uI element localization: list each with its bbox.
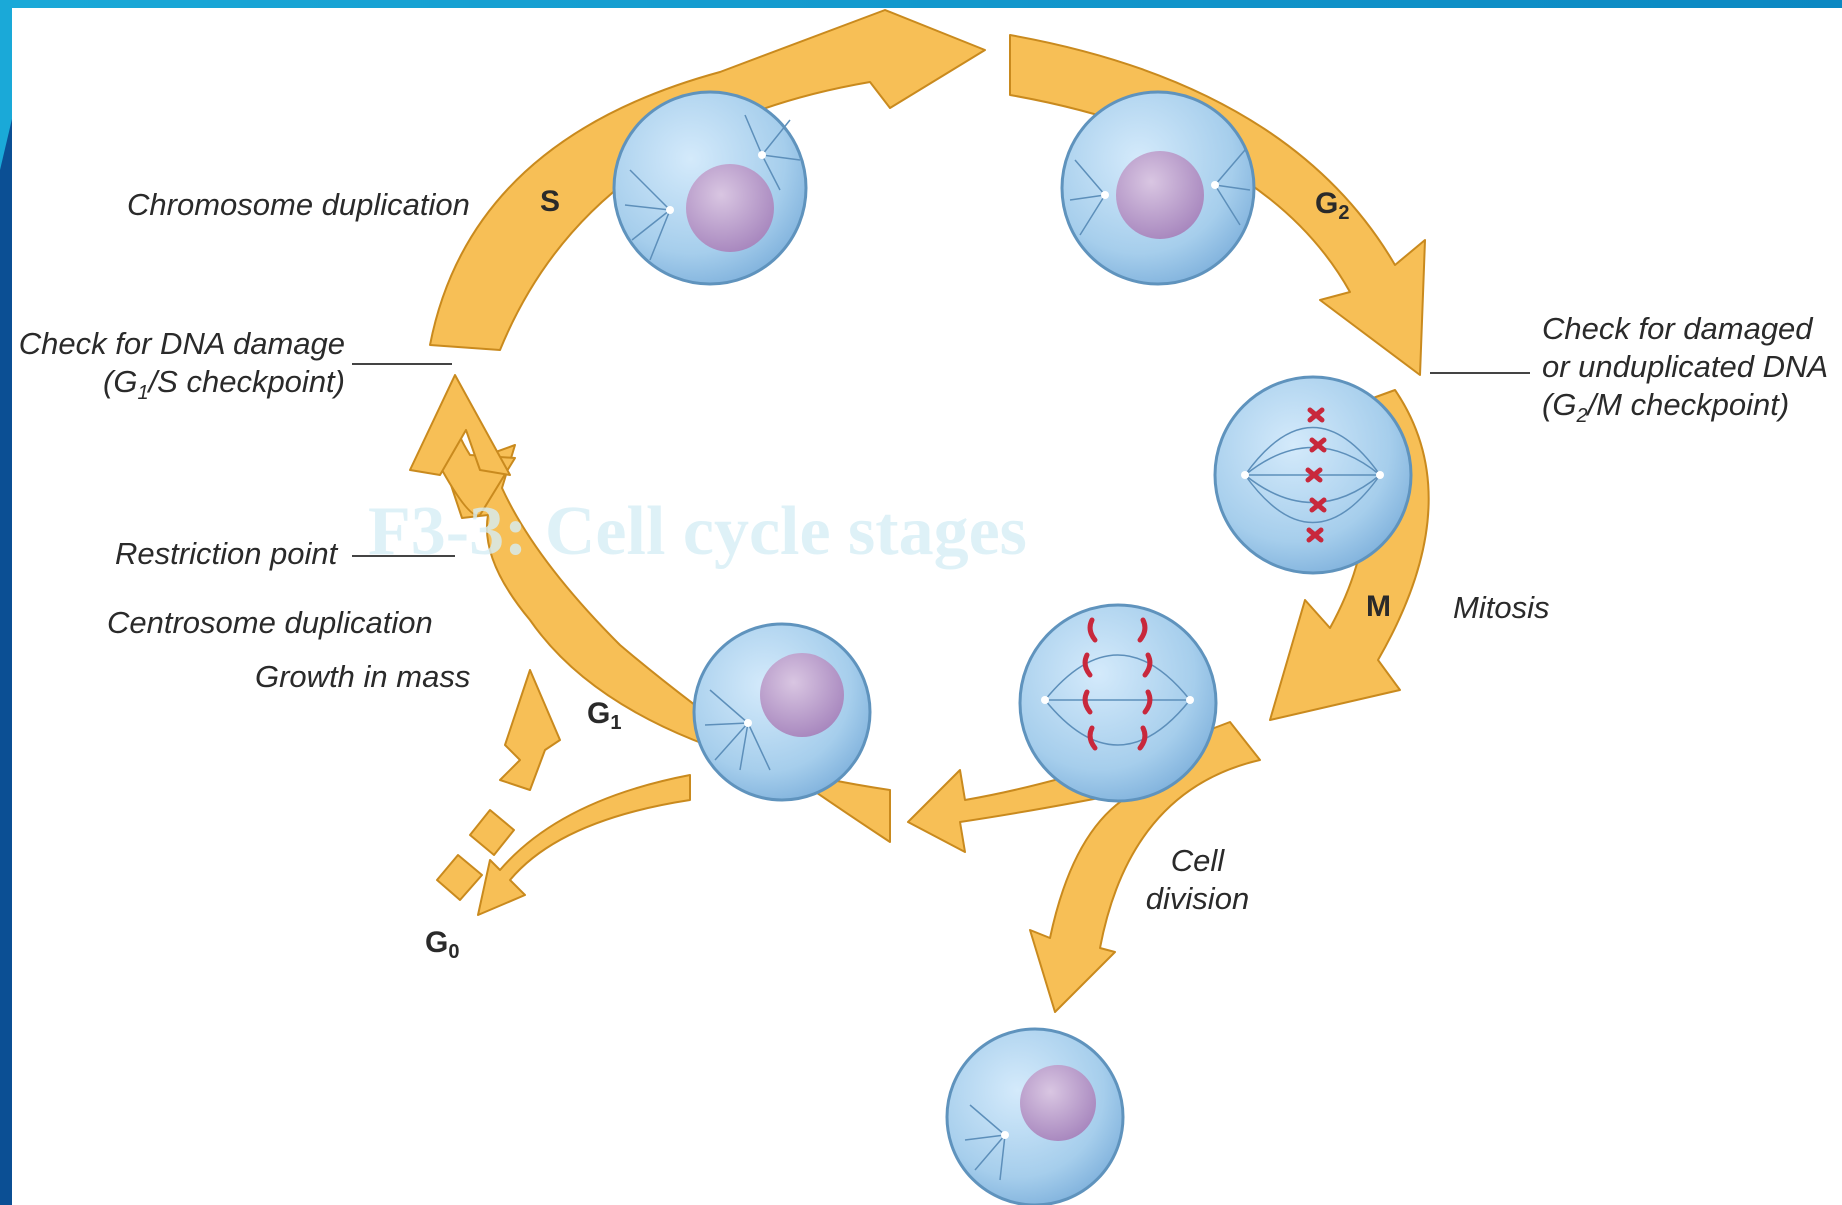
cell-division-line1: Cell — [1130, 842, 1265, 880]
phase-g1-label: G1 — [587, 697, 621, 735]
growth-in-mass-label: Growth in mass — [255, 658, 470, 696]
g2m-checkpoint-label: Check for damaged or unduplicated DNA (G… — [1542, 310, 1828, 435]
slide-frame-top — [0, 0, 1842, 8]
centrosome-duplication-label: Centrosome duplication — [107, 604, 433, 642]
g1s-line2-sub: 1 — [137, 382, 148, 404]
cell-metaphase — [1215, 377, 1411, 573]
g1s-checkpoint-line1: Check for DNA damage — [10, 325, 345, 363]
cell-g2-phase — [1062, 92, 1254, 284]
slide-title: F3-3: Cell cycle stages — [368, 492, 1027, 572]
phase-g2-sub: 2 — [1338, 202, 1349, 224]
cell-division-label: Cell division — [1130, 842, 1265, 918]
phase-g2-main: G — [1315, 187, 1338, 220]
phase-g1-main: G — [587, 697, 610, 730]
g2m-line3-post: /M checkpoint) — [1588, 387, 1790, 422]
g2m-line3-pre: (G — [1542, 387, 1576, 422]
cell-s-phase — [614, 92, 806, 284]
g2m-line3-sub: 2 — [1576, 405, 1587, 427]
phase-g0-main: G — [425, 926, 448, 959]
cell-daughter — [947, 1029, 1123, 1205]
phase-g0-sub: 0 — [448, 941, 459, 963]
g1s-checkpoint-line2: (G1/S checkpoint) — [10, 363, 345, 412]
g1s-line2-post: /S checkpoint) — [149, 364, 345, 399]
phase-g0-label: G0 — [425, 926, 459, 964]
cell-g1-phase — [694, 624, 870, 800]
g1s-line2-pre: (G — [103, 364, 137, 399]
phase-g1-sub: 1 — [610, 712, 621, 734]
g2m-checkpoint-line3: (G2/M checkpoint) — [1542, 386, 1828, 435]
g2m-checkpoint-line2: or unduplicated DNA — [1542, 348, 1828, 386]
phase-s-label: S — [540, 185, 560, 219]
restriction-point-label: Restriction point — [115, 535, 337, 573]
phase-m-label: M — [1366, 590, 1391, 624]
cell-division-line2: division — [1130, 880, 1265, 918]
g1s-checkpoint-label: Check for DNA damage (G1/S checkpoint) — [10, 325, 345, 412]
chromosome-duplication-label: Chromosome duplication — [127, 186, 470, 224]
cell-anaphase — [1020, 605, 1216, 801]
g2m-checkpoint-line1: Check for damaged — [1542, 310, 1828, 348]
mitosis-label: Mitosis — [1453, 589, 1549, 627]
phase-g2-label: G2 — [1315, 187, 1349, 225]
